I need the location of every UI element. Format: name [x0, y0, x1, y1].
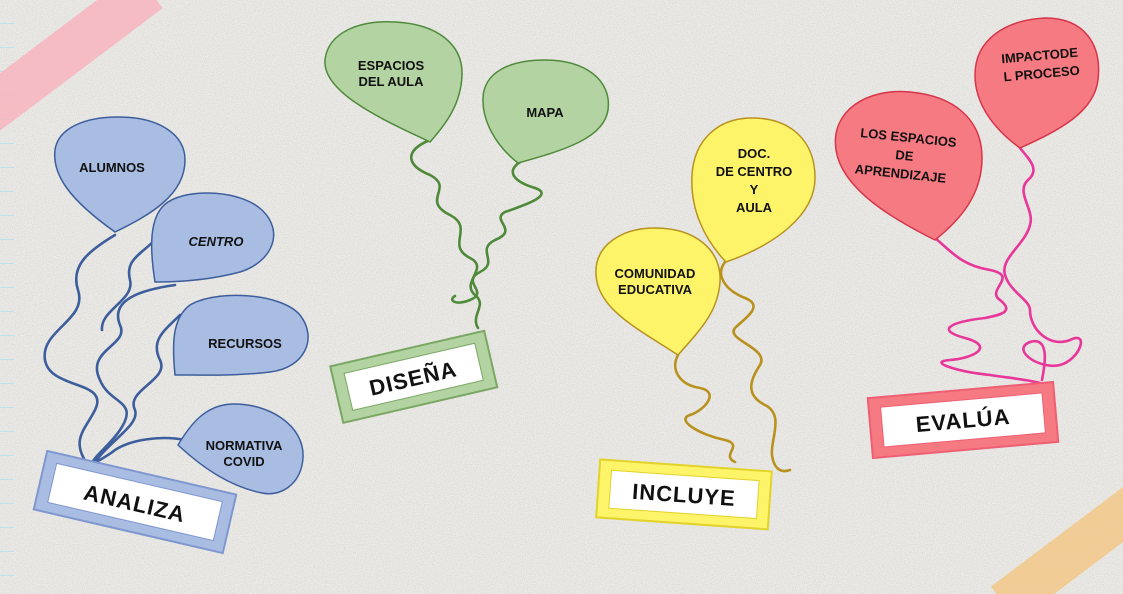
- balloon-normativa-covid: NORMATIVA COVID: [177, 403, 304, 495]
- balloon-impacto-del-proceso: IMPACTODE L PROCESO: [974, 17, 1100, 149]
- verb-box-disena: DISEÑA: [329, 329, 499, 425]
- analiza-strings: [43, 233, 187, 468]
- balloon-label: ALUMNOS: [79, 160, 145, 175]
- balloon-label: COMUNIDAD: [615, 266, 696, 281]
- balloon-label: EDUCATIVA: [618, 282, 693, 297]
- balloon-label: ESPACIOS: [358, 58, 425, 73]
- verb-box-incluye: INCLUYE: [595, 458, 773, 531]
- balloon-alumnos: ALUMNOS: [53, 116, 186, 233]
- balloon-label: Y: [750, 182, 759, 197]
- balloon-los-espacios-de-aprendizaje: LOS ESPACIOS DE APRENDIZAJE: [834, 90, 983, 241]
- balloon-centro: ESPACIOS CENTRO: [150, 192, 275, 283]
- balloon-mapa: MAPA: [482, 59, 610, 164]
- verb-box-evalua: EVALÚA: [866, 380, 1060, 460]
- notebook-lines: [0, 0, 14, 594]
- group-incluye: COMUNIDAD EDUCATIVA DOC. DE CENTRO Y AUL…: [595, 117, 816, 531]
- balloon-label: DOC.: [738, 146, 771, 161]
- balloon-label: IMPACTODE: [1001, 45, 1079, 67]
- group-evalua: LOS ESPACIOS DE APRENDIZAJE IMPACTODE L …: [834, 17, 1100, 460]
- balloon-label: DEL AULA: [359, 74, 425, 89]
- balloon-label: MAPA: [526, 105, 564, 120]
- balloon-espacios-del-aula: ESPACIOS DEL AULA: [324, 21, 463, 143]
- balloon-doc-centro-aula: DOC. DE CENTRO Y AULA: [691, 117, 816, 263]
- balloon-label: COVID: [223, 454, 264, 469]
- group-disena: ESPACIOS DEL AULA MAPA DISEÑA: [324, 21, 610, 425]
- balloon-label: CENTRO: [189, 234, 244, 249]
- group-analiza: ALUMNOS ESPACIOS CENTRO RECURSOS NORMATI…: [32, 116, 309, 555]
- balloon-label: NORMATIVA: [206, 438, 283, 453]
- balloon-recursos: RECURSOS: [172, 294, 309, 376]
- balloon-label: DE: [895, 147, 915, 164]
- evalua-strings: [933, 146, 1083, 385]
- balloon-label: L PROCESO: [1003, 63, 1080, 85]
- disena-strings: [410, 138, 543, 330]
- incluye-strings: [673, 260, 792, 473]
- balloon-label: AULA: [736, 200, 773, 215]
- balloon-comunidad-educativa: COMUNIDAD EDUCATIVA: [595, 227, 721, 356]
- verb-box-analiza: ANALIZA: [32, 449, 238, 555]
- balloon-label: DE CENTRO: [716, 164, 793, 179]
- balloon-label: RECURSOS: [208, 336, 282, 351]
